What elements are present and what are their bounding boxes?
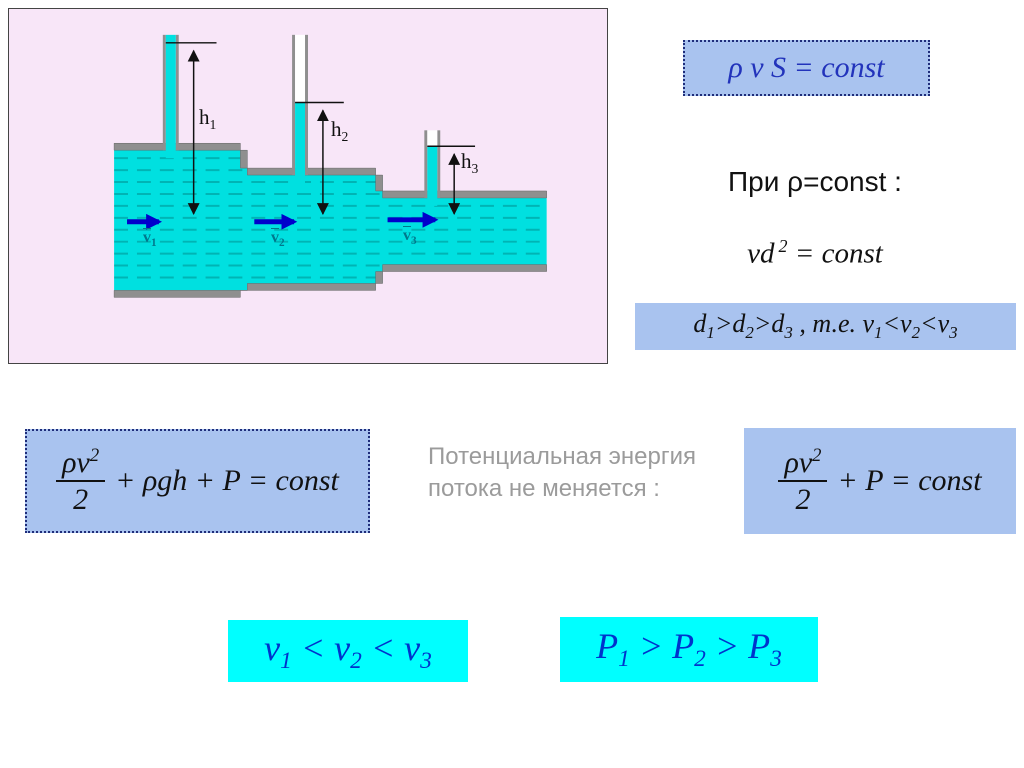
bernoulli-reduced-formula: ρv2 2 + P = const — [778, 445, 982, 518]
velocity-arrows — [127, 211, 439, 230]
pressure-relation-formula: P1 > P2 > P3 — [596, 626, 782, 673]
pipe-fluid — [114, 150, 547, 291]
pipe-diagram-panel: h1 h2 h3 v1 v2 v3 — [8, 8, 608, 364]
fraction: ρv2 2 — [56, 445, 106, 518]
diameter-relation-formula: d1>d2>d3 , т.е. v1<v2<v3 — [693, 309, 958, 343]
piezometer-tube-2 — [292, 34, 308, 184]
h3-label: h3 — [461, 149, 479, 177]
piezometer-tube-3 — [424, 130, 441, 206]
fraction: ρv2 2 — [778, 445, 828, 518]
height-arrows — [187, 49, 461, 216]
diameter-relation-box: d1>d2>d3 , т.е. v1<v2<v3 — [635, 303, 1016, 350]
density-condition-text: При ρ=const : — [728, 166, 902, 197]
bernoulli-full-formula: ρv2 2 + ρgh + P = const — [56, 445, 339, 518]
v2-label: v2 — [271, 229, 285, 250]
pipe-diagram-svg — [113, 34, 547, 298]
velocity-relation-box: v1 < v2 < v3 — [228, 620, 468, 682]
h1-label: h1 — [199, 105, 217, 133]
continuity-formula: ρ v S = const — [728, 51, 885, 84]
piezometer-tube-1 — [162, 34, 179, 159]
pipe-wall-bottom — [113, 264, 547, 298]
v3-label: v3 — [403, 227, 417, 248]
bernoulli-full-box: ρv2 2 + ρgh + P = const — [25, 429, 370, 533]
continuity-formula-box: ρ v S = const — [683, 40, 930, 96]
h2-label: h2 — [331, 117, 349, 145]
v1-label: v1 — [143, 229, 157, 250]
potential-energy-note: Потенциальная энергия потока не меняется… — [428, 443, 697, 503]
pipe-wall-top — [113, 142, 547, 199]
velocity-relation-formula: v1 < v2 < v3 — [264, 627, 432, 675]
bernoulli-reduced-box: ρv2 2 + P = const — [744, 428, 1016, 534]
water-level-ticks — [165, 42, 476, 147]
pressure-relation-box: P1 > P2 > P3 — [560, 617, 818, 682]
